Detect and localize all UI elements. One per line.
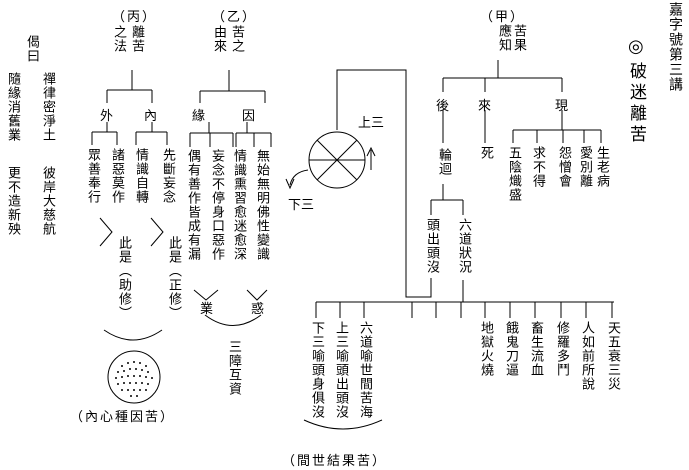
three-obstacles-label: 三障互資 — [226, 340, 241, 396]
present-item: 求不得 — [530, 146, 545, 188]
huo-label: 惑 — [251, 302, 265, 317]
section-jia-col1: 應知 — [496, 24, 511, 52]
liudao-item: 地獄火燒 — [478, 321, 493, 377]
toudou-label: 頭出頭沒 — [424, 218, 439, 274]
section-yi-col2: 苦之 — [229, 25, 244, 53]
condition-item: 妄念不停身口惡作 — [209, 149, 224, 261]
branch-after: 後 — [436, 99, 450, 114]
outer-item: 諸惡莫作 — [109, 148, 124, 204]
liudao-label: 六道狀況 — [456, 218, 471, 274]
section-jia-col2: 苦果 — [511, 24, 526, 52]
branch-present: 現 — [555, 99, 569, 114]
metaphor-line: 六道喻世間苦海 — [357, 321, 372, 419]
verse-line: 彼岸大慈航 — [40, 166, 55, 236]
inner-item: 情識自轉 — [133, 148, 148, 204]
seed-label: （內心種因苦） — [70, 410, 176, 425]
wheel-down-label: 下三 — [288, 198, 315, 213]
section-yi-marker: （乙） — [212, 10, 258, 25]
branch-cause: 因 — [242, 109, 256, 124]
verse-line: 更不造新殃 — [5, 166, 20, 236]
metaphor-line: 上三喻頭出頭沒 — [333, 321, 348, 419]
present-item: 愛別離 — [577, 146, 592, 188]
present-item: 五陰熾盛 — [506, 146, 521, 202]
come-item: 死 — [478, 146, 493, 160]
zhengxiu-label: 此是（正修） — [166, 236, 181, 320]
verse-label: 偈曰 — [24, 35, 39, 63]
inner-item: 先斷妄念 — [160, 148, 175, 204]
liudao-item: 餓鬼刀逼 — [503, 321, 518, 377]
metaphor-line: 下三喻頭身俱沒 — [309, 321, 324, 419]
section-bing-marker: （丙） — [112, 10, 158, 25]
verse-line: 隨緣消舊業 — [5, 72, 20, 142]
after-item: 輪迴 — [436, 148, 451, 176]
branch-come: 來 — [478, 99, 492, 114]
page-title: 破迷離苦 — [626, 62, 646, 146]
branch-condition: 緣 — [192, 109, 206, 124]
bullseye-icon: ◎ — [628, 36, 644, 57]
outer-item: 眾善奉行 — [85, 148, 100, 204]
ye-label: 業 — [200, 302, 214, 317]
liudao-item: 修羅多鬥 — [554, 321, 569, 377]
liudao-item: 人如前所說 — [579, 321, 594, 391]
series-label: 嘉字號第三講 — [667, 2, 683, 92]
zhuxiu-label: 此是（助修） — [116, 236, 131, 320]
cause-item: 無始無明佛性變識 — [254, 149, 269, 261]
section-bing-col1: 之法 — [111, 25, 126, 53]
section-jia-marker: （甲） — [480, 10, 526, 25]
wheel-up-label: 上三 — [358, 116, 385, 131]
cause-item: 情識熏習愈迷愈深 — [231, 149, 246, 261]
condition-item: 偶有善作皆成有漏 — [185, 149, 200, 261]
liudao-item: 畜生流血 — [528, 321, 543, 377]
present-item: 生老病 — [594, 146, 609, 188]
section-yi-col1: 由來 — [211, 25, 226, 53]
branch-inner: 內 — [144, 109, 158, 124]
verse-line: 禪律密淨土 — [40, 72, 55, 142]
present-item: 怨憎會 — [556, 146, 571, 188]
summary-label: （間世結果苦） — [282, 454, 388, 469]
liudao-item: 天五衰三災 — [605, 321, 620, 391]
branch-outer: 外 — [100, 109, 114, 124]
section-bing-col2: 離苦 — [129, 25, 144, 53]
